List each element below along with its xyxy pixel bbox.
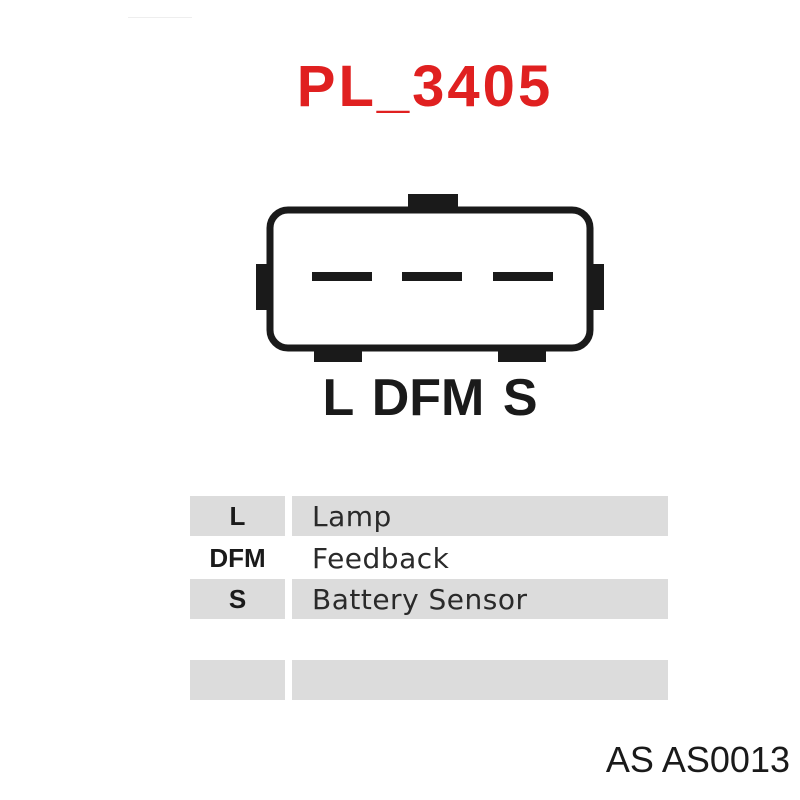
- legend-description-cell: Lamp: [292, 496, 668, 536]
- top-faint-line: [128, 17, 192, 18]
- legend-row-empty-shaded: [190, 660, 670, 700]
- part-number-label: AS AS0013: [605, 739, 790, 780]
- legend-row-lamp: L Lamp: [190, 496, 670, 536]
- legend-row-battery-sensor: S Battery Sensor: [190, 579, 670, 619]
- legend-description-cell: Feedback: [312, 541, 450, 575]
- legend-description-cell: [292, 660, 668, 700]
- pin-slot-l: [312, 272, 372, 281]
- legend-pin-cell: [190, 620, 285, 660]
- connector-code-title: PL_3405: [296, 54, 554, 119]
- legend-pin-cell: S: [190, 579, 285, 619]
- legend-pin-cell: L: [190, 496, 285, 536]
- connector-pin-labels: L DFM S: [322, 369, 538, 427]
- connector-plug-drawing: [256, 194, 604, 362]
- legend-row-empty: [190, 620, 670, 660]
- legend-pin-cell: [190, 660, 285, 700]
- pin-slot-dfm: [402, 272, 462, 281]
- legend-description-cell: Battery Sensor: [292, 579, 668, 619]
- pin-slot-s: [493, 272, 553, 281]
- legend-description-cell: [292, 620, 668, 660]
- legend-pin-cell: DFM: [209, 542, 266, 573]
- legend-row-feedback: DFM Feedback: [190, 538, 670, 578]
